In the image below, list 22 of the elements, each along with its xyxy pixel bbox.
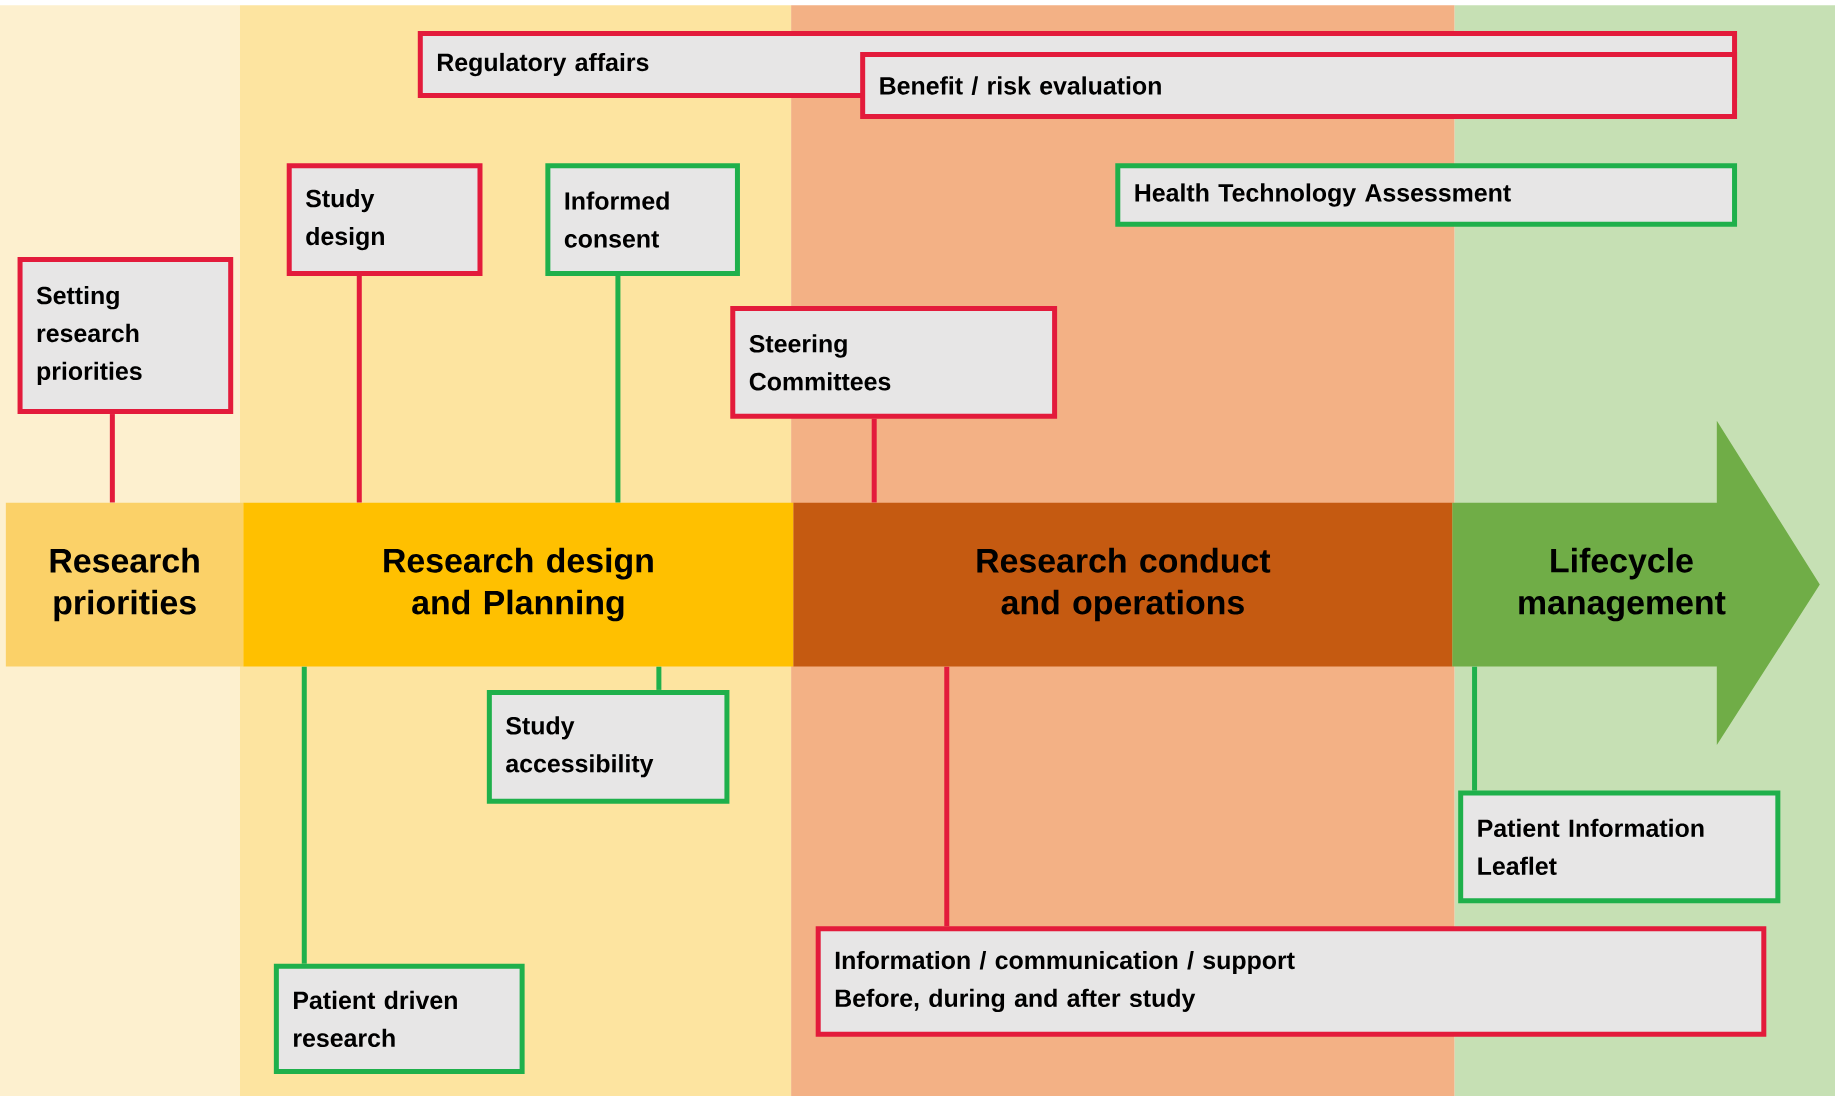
- label-box: Patient Information Leaflet: [1458, 790, 1781, 904]
- stage-band: Research design and Planning: [243, 502, 794, 667]
- label-box: Information / communication / support Before, during and after study: [815, 926, 1767, 1037]
- connector-line: [301, 666, 307, 964]
- connector-line: [1472, 666, 1478, 791]
- stage-band: Lifecycle management: [1452, 420, 1820, 745]
- label-box: Steering Committees: [730, 306, 1058, 419]
- label-box: Setting research priorities: [17, 256, 234, 415]
- connector-line: [871, 418, 877, 503]
- stage-band: Research priorities: [5, 502, 244, 667]
- connector-line: [109, 414, 115, 503]
- label-box: Patient driven research: [273, 963, 525, 1075]
- label-box: Benefit / risk evaluation: [860, 52, 1738, 120]
- label-box: Informed consent: [545, 163, 740, 276]
- label-box: Study design: [286, 163, 483, 276]
- connector-line: [356, 275, 362, 503]
- label-box: Health Technology Assessment: [1115, 163, 1738, 227]
- connector-line: [615, 275, 621, 503]
- stage-band: Research conduct and operations: [793, 502, 1453, 667]
- label-box: Study accessibility: [486, 689, 730, 804]
- connector-line: [944, 666, 950, 927]
- connector-line: [656, 666, 662, 690]
